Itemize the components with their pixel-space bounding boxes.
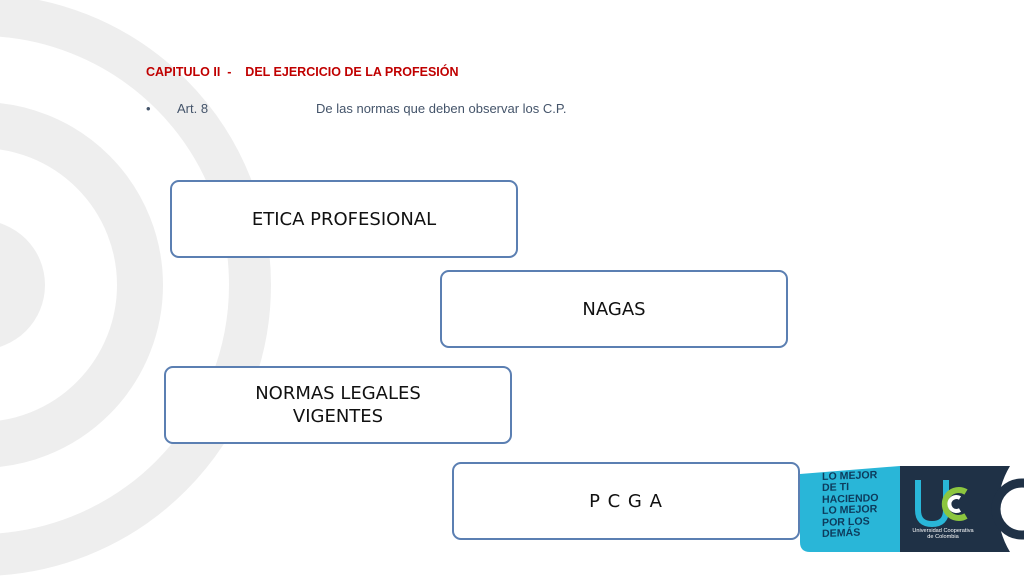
box-label: NAGAS <box>582 298 646 320</box>
box-label: P C G A <box>589 490 663 512</box>
box-pcga: P C G A <box>452 462 800 540</box>
article-number: Art. 8 <box>177 101 209 116</box>
box-label: NORMAS LEGALES VIGENTES <box>255 383 421 427</box>
university-name: Universidad Cooperativa de Colombia <box>903 528 983 540</box>
slogan-line: DEMÁS <box>822 526 861 541</box>
box-normas-legales: NORMAS LEGALES VIGENTES <box>164 366 512 444</box>
article-description: De las normas que deben observar los C.P… <box>316 101 567 116</box>
university-logo: LO MEJOR DE TI HACIENDO LO MEJOR POR LOS… <box>800 466 1024 552</box>
university-name-line: de Colombia <box>927 534 959 541</box>
box-etica-profesional: ETICA PROFESIONAL <box>170 180 518 258</box>
university-name-line: Universidad Cooperativa <box>912 528 974 534</box>
logo-shapes <box>800 466 1024 552</box>
bullet-marker: • <box>146 101 151 116</box>
box-label: ETICA PROFESIONAL <box>251 208 437 230</box>
chapter-heading: CAPITULO II - DEL EJERCICIO DE LA PROFES… <box>146 65 459 79</box>
box-nagas: NAGAS <box>440 270 788 348</box>
logo-slogan: LO MEJOR DE TI HACIENDO LO MEJOR POR LOS… <box>822 469 879 541</box>
